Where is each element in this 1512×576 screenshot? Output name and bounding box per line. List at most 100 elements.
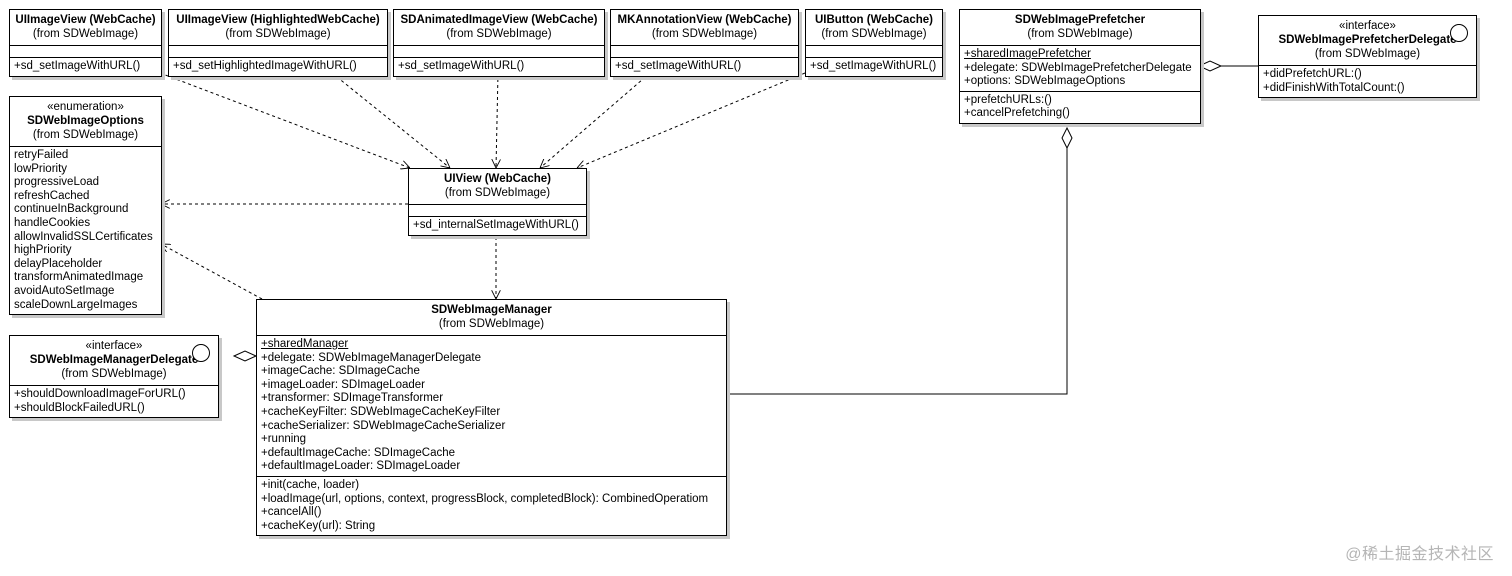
attributes-section — [806, 45, 942, 57]
class-sdwebimageprefetcher: SDWebImagePrefetcher (from SDWebImage) +… — [959, 9, 1201, 124]
method: +loadImage(url, options, context, progre… — [261, 492, 709, 505]
methods-section: +init(cache, loader) +loadImage(url, opt… — [257, 475, 726, 535]
attribute: +cacheKeyFilter: SDWebImageCacheKeyFilte… — [261, 405, 501, 418]
stereotype: «interface» — [1339, 20, 1396, 32]
class-name: SDWebImageManagerDelegate — [29, 354, 199, 366]
enum-sdwebimageoptions: «enumeration» SDWebImageOptions (from SD… — [9, 96, 162, 316]
attributes-section — [10, 45, 161, 57]
methods-section: +sd_internalSetImageWithURL() — [409, 216, 586, 235]
enum-literal: avoidAutoSetImage — [14, 284, 115, 297]
enum-literal: handleCookies — [14, 216, 91, 229]
methods-section: +sd_setImageWithURL() — [611, 57, 798, 76]
method: +sd_setImageWithURL() — [14, 60, 141, 72]
method: +sd_setImageWithURL() — [398, 60, 525, 72]
watermark-text: @稀土掘金技术社区 — [1345, 546, 1494, 563]
attribute: +delegate: SDWebImagePrefetcherDelegate — [964, 61, 1192, 74]
class-name: SDWebImageOptions — [27, 115, 144, 127]
enum-literal: transformAnimatedImage — [14, 271, 144, 284]
method: +shouldBlockFailedURL() — [14, 401, 145, 414]
methods-section: +sd_setHighlightedImageWithURL() — [169, 57, 387, 76]
stereotype: «enumeration» — [47, 101, 124, 113]
enum-literal: lowPriority — [14, 162, 68, 175]
class-name: SDWebImageManager — [431, 304, 552, 316]
aggregation-diamond-prefetcher-right — [1197, 60, 1223, 72]
literals-section: retryFailed lowPriority progressiveLoad … — [10, 146, 161, 314]
class-name: UIButton (WebCache) — [815, 14, 933, 26]
enum-literal: retryFailed — [14, 149, 69, 161]
class-package: (from SDWebImage) — [1027, 28, 1133, 40]
class-uibutton-webcache: UIButton (WebCache) (from SDWebImage) +s… — [805, 9, 943, 77]
class-package: (from SDWebImage) — [32, 129, 139, 141]
aggregation-diamond-manager-left — [232, 350, 258, 362]
interface-sdwebimagemanagerdelegate: «interface» SDWebImageManagerDelegate (f… — [9, 335, 219, 419]
attribute: +options: SDWebImageOptions — [964, 75, 1126, 88]
method: +sd_internalSetImageWithURL() — [413, 219, 579, 231]
class-sdwebimagemanager: SDWebImageManager (from SDWebImage) +sha… — [256, 299, 727, 537]
interface-lollipop-icon — [192, 344, 210, 362]
class-sdanimatedimageview-webcache: SDAnimatedImageView (WebCache) (from SDW… — [393, 9, 605, 77]
class-package: (from SDWebImage) — [225, 28, 331, 40]
class-uiview-webcache: UIView (WebCache) (from SDWebImage) +sd_… — [408, 168, 587, 236]
class-name: SDWebImagePrefetcher — [1014, 14, 1146, 26]
class-mkannotationview-webcache: MKAnnotationView (WebCache) (from SDWebI… — [610, 9, 799, 77]
enum-literal: refreshCached — [14, 189, 90, 202]
enum-literal: continueInBackground — [14, 203, 129, 216]
class-uiimageview-highlightedwebcache: UIImageView (HighlightedWebCache) (from … — [168, 9, 388, 77]
attribute: +sharedImagePrefetcher — [964, 48, 1091, 60]
class-package: (from SDWebImage) — [61, 368, 167, 380]
enum-literal: delayPlaceholder — [14, 257, 103, 270]
aggregation-diamond-prefetcher-bottom — [1061, 126, 1073, 150]
attribute: +defaultImageLoader: SDImageLoader — [261, 460, 461, 473]
attribute: +imageLoader: SDImageLoader — [261, 378, 425, 391]
class-package: (from SDWebImage) — [821, 28, 927, 40]
attribute: +sharedManager — [261, 338, 349, 350]
method: +prefetchURLs:() — [964, 93, 1052, 106]
stereotype: «interface» — [85, 340, 143, 352]
dependency-highlighted-to-uiview — [331, 72, 450, 168]
enum-literal: allowInvalidSSLCertificates — [14, 230, 153, 243]
class-package: (from SDWebImage) — [1314, 48, 1421, 60]
attribute: +running — [261, 433, 307, 446]
attribute: +defaultImageCache: SDImageCache — [261, 446, 456, 459]
class-package: (from SDWebImage) — [32, 28, 139, 40]
class-name: SDWebImagePrefetcherDelegate — [1278, 34, 1457, 46]
dependency-iv-to-uiview — [159, 72, 410, 168]
class-package: (from SDWebImage) — [444, 187, 551, 199]
class-name: MKAnnotationView (WebCache) — [617, 14, 792, 26]
class-package: (from SDWebImage) — [446, 28, 552, 40]
attribute: +cacheSerializer: SDWebImageCacheSeriali… — [261, 419, 506, 432]
method: +sd_setHighlightedImageWithURL() — [173, 60, 357, 72]
class-name: UIImageView (WebCache) — [15, 14, 156, 26]
method: +sd_setImageWithURL() — [615, 60, 742, 72]
methods-section: +prefetchURLs:() +cancelPrefetching() — [960, 90, 1200, 123]
dependency-manager-to-options — [161, 244, 263, 300]
method: +init(cache, loader) — [261, 478, 360, 491]
dependency-mk-to-uiview — [540, 72, 651, 168]
interface-lollipop-icon — [1450, 24, 1468, 42]
class-package: (from SDWebImage) — [651, 28, 758, 40]
dependency-button-to-uiview — [577, 72, 806, 168]
attributes-section — [409, 204, 586, 216]
methods-section: +sd_setImageWithURL() — [10, 57, 161, 76]
methods-section: +shouldDownloadImageForURL() +shouldBloc… — [10, 385, 218, 417]
method: +didPrefetchURL:() — [1263, 68, 1362, 80]
attribute: +delegate: SDWebImageManagerDelegate — [261, 351, 482, 364]
methods-section: +sd_setImageWithURL() — [394, 57, 604, 76]
attributes-section: +sharedImagePrefetcher +delegate: SDWebI… — [960, 45, 1200, 91]
dependency-animated-to-uiview — [496, 72, 498, 168]
attribute: +imageCache: SDImageCache — [261, 365, 420, 378]
enum-literal: progressiveLoad — [14, 176, 100, 189]
methods-section: +sd_setImageWithURL() — [806, 57, 942, 76]
attributes-section — [169, 45, 387, 57]
method: +cancelAll() — [261, 506, 322, 519]
attributes-section — [611, 45, 798, 57]
method: +didFinishWithTotalCount:() — [1263, 81, 1405, 94]
methods-section: +didPrefetchURL:() +didFinishWithTotalCo… — [1259, 65, 1476, 97]
interface-sdwebimageprefetcherdelegate: «interface» SDWebImagePrefetcherDelegate… — [1258, 15, 1477, 99]
class-name: UIImageView (HighlightedWebCache) — [176, 14, 380, 26]
class-name: SDAnimatedImageView (WebCache) — [400, 14, 598, 26]
attributes-section — [394, 45, 604, 57]
attributes-section: +sharedManager +delegate: SDWebImageMana… — [257, 335, 726, 476]
class-name: UIView (WebCache) — [444, 173, 551, 185]
